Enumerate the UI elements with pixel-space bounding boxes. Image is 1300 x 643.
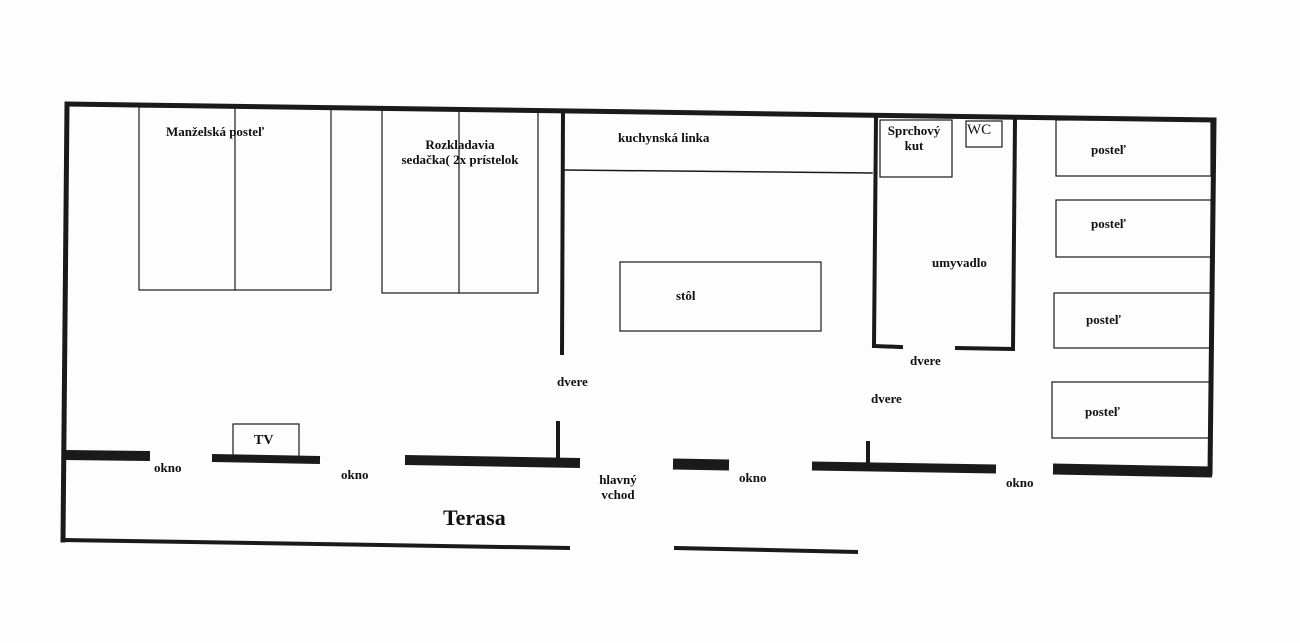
label-sofa-bed-line1: Rozkladavia (425, 137, 495, 152)
left-wall (60, 101, 70, 543)
wc-box (965, 120, 1003, 148)
label-door-bath: dvere (910, 353, 941, 368)
label-door-left: dvere (557, 374, 588, 389)
bath-wall-right (1010, 117, 1018, 352)
label-window-3: okno (739, 470, 767, 485)
label-sofa-bed-line2: sedačka( 2x prístelok (401, 152, 519, 167)
label-bed-4: posteľ (1085, 404, 1120, 419)
label-shower-line2: kut (904, 138, 924, 153)
front-wall-2 (211, 454, 321, 464)
shower (879, 119, 953, 178)
tv-box (232, 423, 300, 458)
label-main-entrance: hlavný vchod (586, 472, 650, 502)
bath-door-stub (871, 343, 904, 350)
label-double-bed: Manželská posteľ (166, 124, 265, 139)
label-kitchen-counter: kuchynská linka (618, 130, 710, 145)
label-window-2: okno (341, 467, 369, 482)
label-shower-line1: Sprchový (887, 123, 941, 138)
table (619, 261, 822, 332)
bed-3 (1053, 292, 1212, 349)
terrace-edge-right (673, 545, 859, 555)
front-wall-1 (63, 450, 151, 461)
right-wall (1207, 117, 1217, 476)
label-terrace: Terasa (443, 505, 506, 530)
front-wall-6 (1052, 463, 1213, 478)
bed-1 (1055, 119, 1212, 177)
label-table: stôl (676, 288, 696, 303)
sofa-bed (381, 109, 539, 294)
label-bed-2: posteľ (1091, 216, 1126, 231)
front-wall-3 (404, 455, 581, 468)
living-kitchen-wall-upper (559, 110, 566, 356)
label-bed-3: posteľ (1086, 312, 1121, 327)
bed-2 (1055, 199, 1212, 258)
label-sink: umyvadlo (932, 255, 987, 270)
front-wall-5 (811, 461, 997, 474)
label-main-entrance-line1: hlavný (599, 472, 637, 487)
front-wall-4 (672, 458, 730, 471)
label-tv: TV (254, 433, 274, 448)
label-sofa-bed: Rozkladavia sedačka( 2x prístelok (372, 137, 548, 167)
label-window-1: okno (154, 460, 182, 475)
kitchen-counter-line (564, 169, 873, 174)
label-bed-1: posteľ (1091, 142, 1126, 157)
label-wc: WC (967, 122, 992, 138)
label-shower: Sprchový kut (874, 123, 954, 153)
label-main-entrance-line2: vchod (601, 487, 635, 502)
bed-4 (1051, 381, 1211, 439)
bath-wall-bottom (954, 345, 1015, 352)
bath-wall-left (871, 115, 879, 349)
terrace-edge-left (60, 537, 571, 551)
label-window-4: okno (1006, 475, 1034, 490)
label-door-right: dvere (871, 391, 902, 406)
